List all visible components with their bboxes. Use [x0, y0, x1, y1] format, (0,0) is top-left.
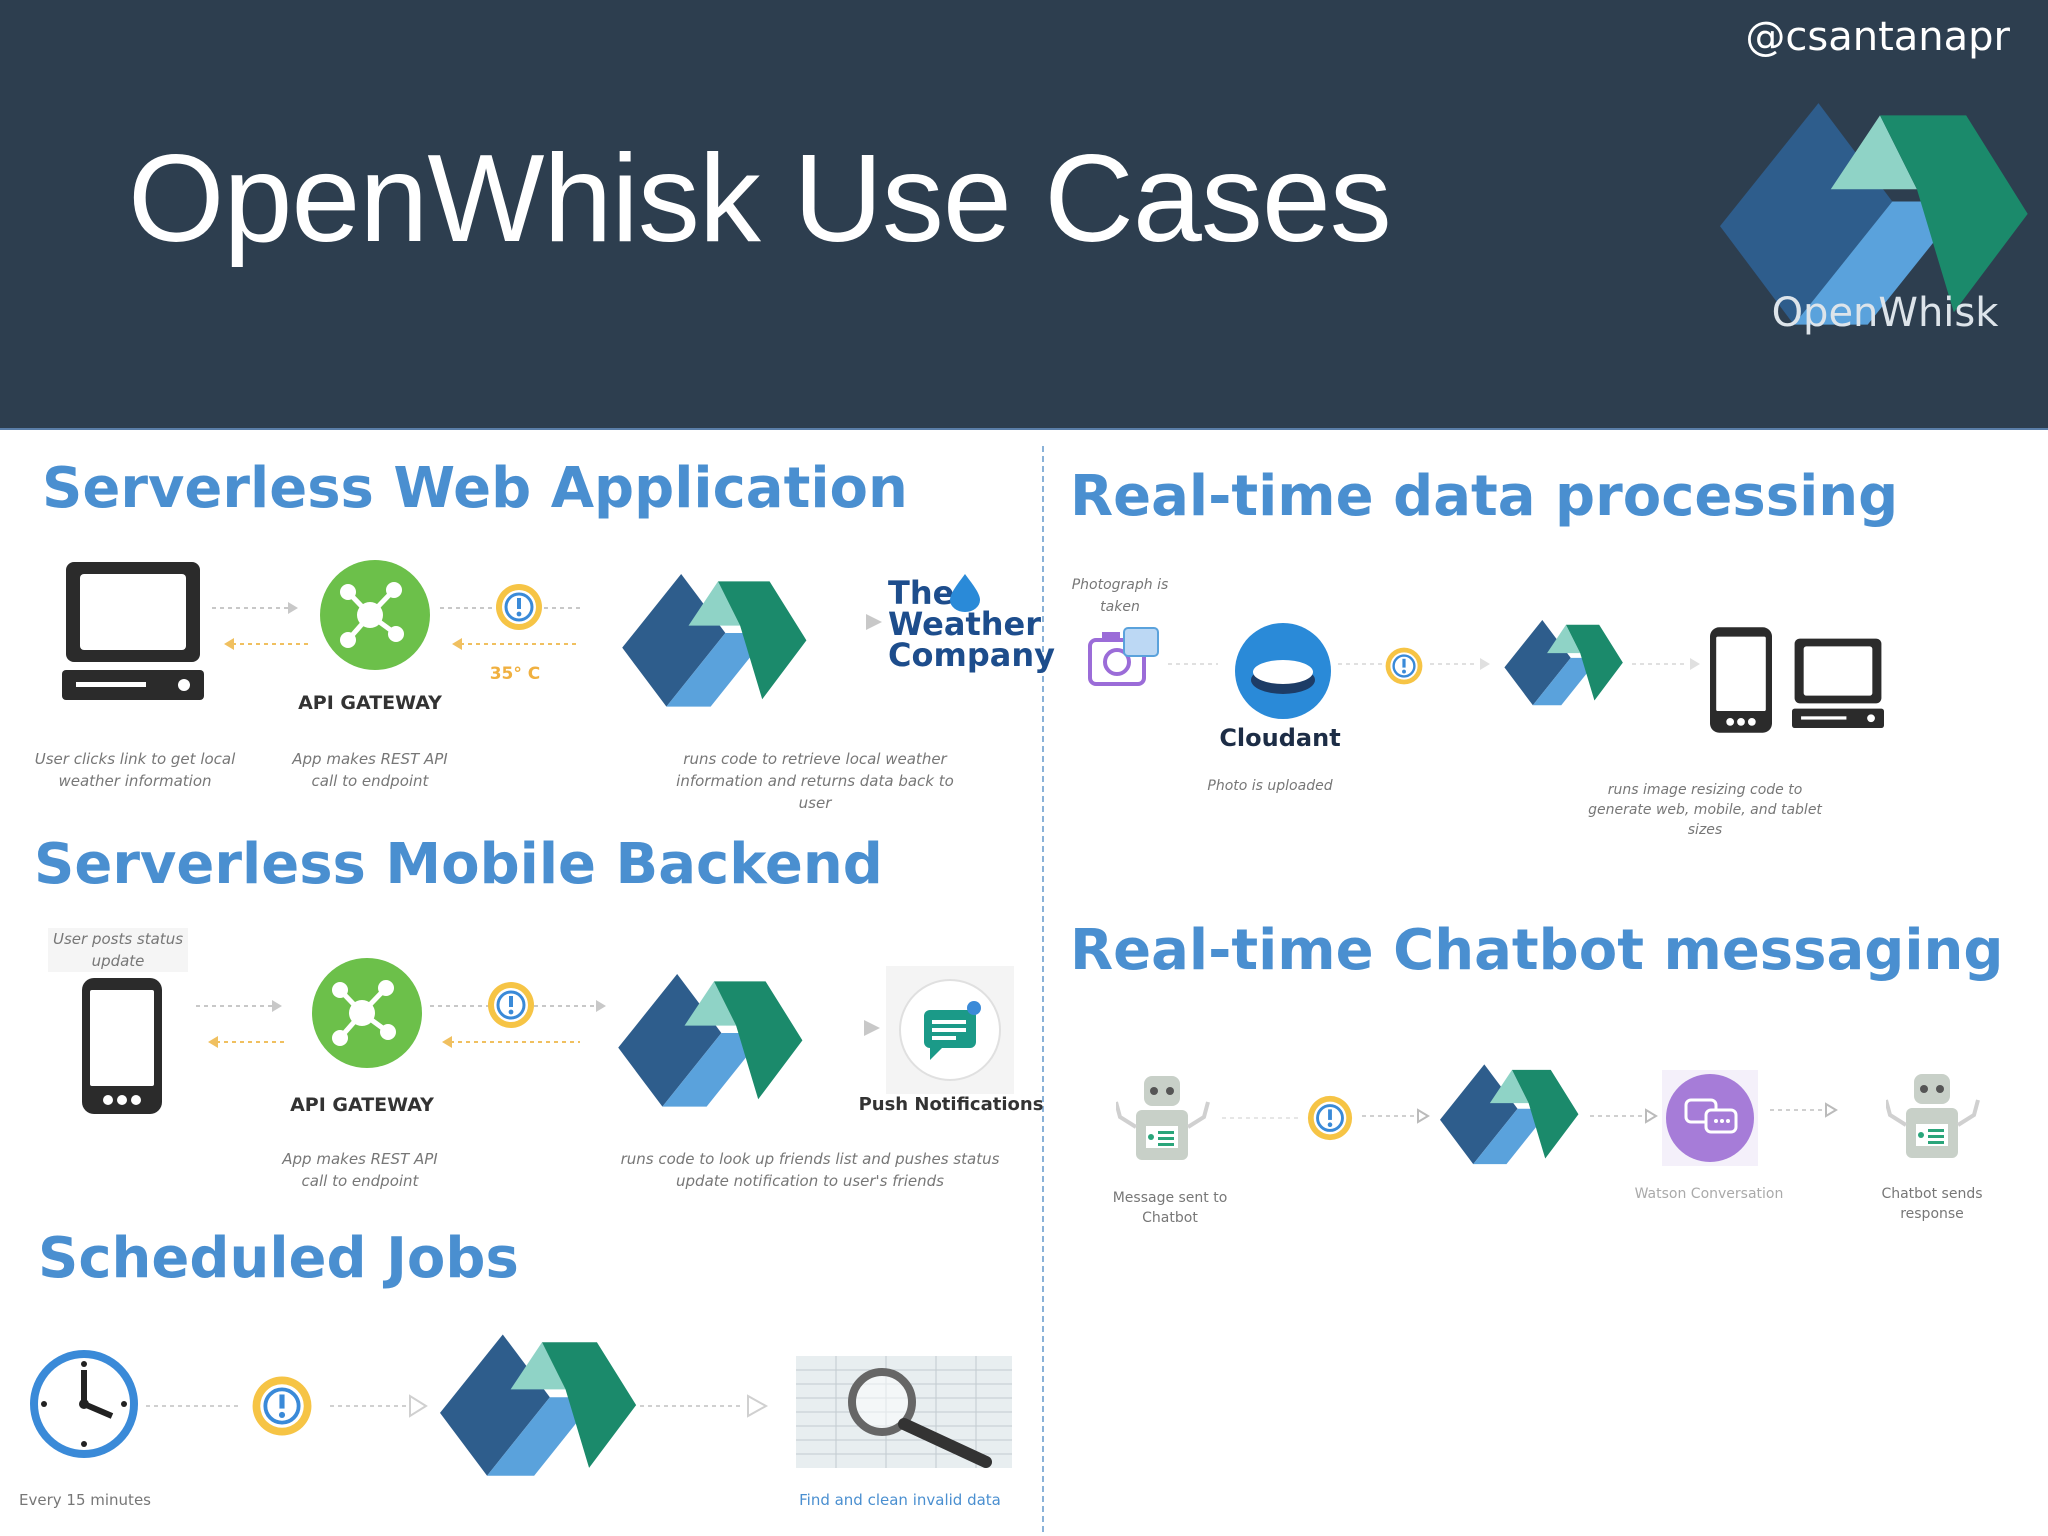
- magnifier-data-icon: [796, 1356, 1012, 1468]
- trigger-icon: [1384, 646, 1424, 686]
- caption: Photograph is taken: [1071, 577, 1169, 615]
- openwhisk-logo-icon: [1504, 620, 1623, 706]
- caption: runs image resizing code to generate web…: [1588, 782, 1822, 838]
- arrow-connector-icon: [196, 1000, 286, 1048]
- push-notifications-label: Push Notifications: [858, 1094, 1044, 1115]
- weather-brand-line: Company: [888, 636, 1055, 674]
- camera-icon: [1088, 627, 1159, 686]
- openwhisk-logo-icon: [618, 974, 803, 1107]
- caption: App makes REST API call to endpoint: [292, 750, 448, 790]
- arrow-connector-icon: [864, 1020, 880, 1036]
- weather-brand-line: Weather: [888, 605, 1042, 643]
- section-title-mobile-backend: Serverless Mobile Backend: [34, 832, 883, 897]
- trigger-icon: [486, 980, 536, 1030]
- arrow-connector-icon: [430, 1000, 606, 1048]
- api-gateway-label: API GATEWAY: [298, 692, 442, 714]
- section-title-scheduled-jobs: Scheduled Jobs: [38, 1226, 519, 1291]
- arrow-connector-icon: [1222, 1117, 1298, 1119]
- arrow-connector-icon: [640, 1394, 769, 1418]
- computer-icon: [1792, 638, 1884, 728]
- chatbot-robot-icon: [1886, 1072, 1980, 1160]
- trigger-icon: [494, 582, 544, 632]
- openwhisk-logo-icon: [622, 574, 807, 707]
- weather-company-logo: The Weather Company: [888, 574, 1055, 674]
- trigger-icon: [1306, 1094, 1354, 1142]
- openwhisk-logo-icon: [440, 1334, 637, 1476]
- trigger-icon: [250, 1374, 314, 1438]
- arrow-connector-icon: [1338, 663, 1382, 665]
- caption: Every 15 minutes: [19, 1491, 151, 1509]
- caption: App makes REST API call to endpoint: [282, 1150, 438, 1190]
- temperature-label: 35° C: [489, 664, 541, 684]
- author-handle: @csantanapr: [1745, 14, 2010, 60]
- chatbot-robot-icon: [1116, 1074, 1210, 1162]
- column-divider: [1042, 446, 1044, 1532]
- arrow-connector-icon: [146, 1405, 242, 1407]
- slide-header: [0, 0, 2048, 430]
- caption: runs code to retrieve local weather info…: [676, 750, 954, 812]
- push-notification-icon: [886, 966, 1014, 1094]
- arrow-connector-icon: [866, 614, 882, 630]
- api-gateway-icon: [320, 560, 432, 672]
- arrow-connector-icon: [212, 602, 312, 650]
- caption: Find and clean invalid data: [799, 1491, 1001, 1509]
- api-gateway-label: API GATEWAY: [290, 1094, 434, 1116]
- arrow-connector-icon: [1168, 663, 1218, 665]
- clock-icon: [30, 1350, 138, 1458]
- computer-icon: [62, 562, 204, 700]
- caption: User clicks link to get local weather in…: [34, 750, 236, 790]
- cloudant-label: Cloudant: [1219, 724, 1341, 752]
- arrow-connector-icon: [1430, 658, 1490, 670]
- api-gateway-icon: [312, 958, 424, 1070]
- arrow-connector-icon: [330, 1394, 428, 1418]
- arrow-connector-icon: [1590, 1108, 1658, 1124]
- arrow-connector-icon: [440, 607, 580, 650]
- water-drop-icon: [950, 574, 980, 612]
- caption: Photo is uploaded: [1207, 778, 1333, 794]
- section-title-chatbot: Real-time Chatbot messaging: [1070, 918, 2004, 983]
- logo-wordmark: OpenWhisk: [1771, 290, 1999, 336]
- arrow-connector-icon: [1770, 1102, 1838, 1118]
- cloudant-icon: [1235, 623, 1331, 719]
- watson-conversation-icon: [1662, 1070, 1758, 1166]
- section-title-web-app: Serverless Web Application: [42, 456, 908, 521]
- openwhisk-logo-icon: [1440, 1064, 1579, 1165]
- phone-icon: [1710, 627, 1772, 733]
- arrow-connector-icon: [1632, 658, 1700, 670]
- caption: Message sent to Chatbot: [1112, 1190, 1228, 1226]
- weather-brand-line: The: [888, 574, 955, 612]
- phone-icon: [82, 978, 162, 1114]
- caption: Chatbot sends response: [1881, 1186, 1983, 1222]
- arrow-connector-icon: [1362, 1108, 1430, 1124]
- caption: runs code to look up friends list and pu…: [620, 1150, 1000, 1190]
- caption: User posts status update: [48, 928, 188, 972]
- section-title-realtime-data: Real-time data processing: [1070, 464, 1899, 529]
- slide-title: OpenWhisk Use Cases: [128, 130, 1392, 268]
- caption: Watson Conversation: [1634, 1186, 1784, 1202]
